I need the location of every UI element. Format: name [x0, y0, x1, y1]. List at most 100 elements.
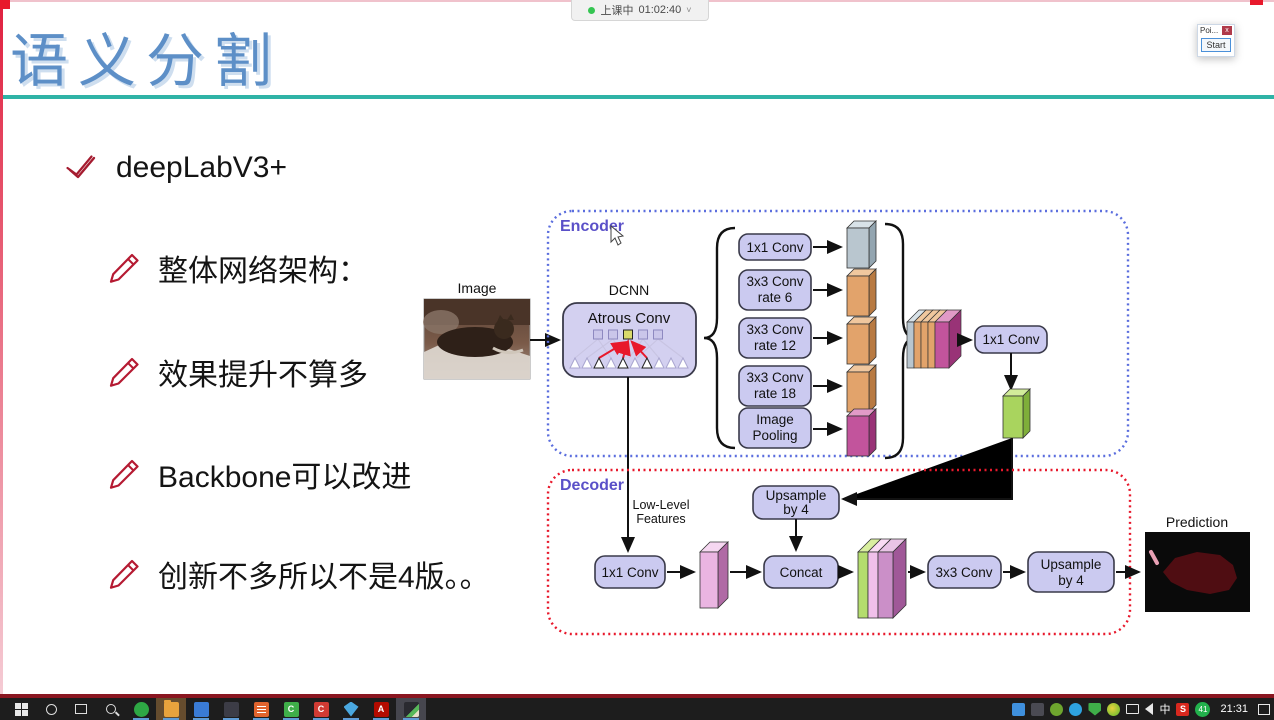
bullet-deeplabv3: deepLabV3+: [64, 150, 287, 186]
encoder-box: [546, 209, 1130, 458]
taskbar-app-red-c[interactable]: C: [306, 698, 336, 720]
task-view-button[interactable]: [66, 698, 96, 720]
photo-viewer-icon: [403, 701, 419, 717]
presentation-app-icon: [253, 701, 269, 717]
windows-logo-icon: [14, 702, 28, 716]
taskbar-app-acrobat[interactable]: A: [366, 698, 396, 720]
bullet-text: 创新不多所以不是4版。。: [158, 561, 490, 594]
aspp-branch-boxes: 1x1 Conv 3x3 Conv rate 6 3x3 Conv rate 1…: [738, 233, 812, 449]
dcnn-label: DCNN: [609, 282, 649, 298]
tray-shield-icon[interactable]: [1088, 702, 1102, 716]
svg-text:3x3 Conv: 3x3 Conv: [746, 274, 803, 289]
ime-language-indicator[interactable]: 中: [1159, 704, 1171, 716]
dark-app-icon: [223, 701, 239, 717]
meeting-status-bar[interactable]: 上课中 01:02:40 ˅: [571, 0, 709, 21]
red-c-app-icon: C: [313, 701, 329, 717]
bullet-architecture: 整体网络架构：: [106, 246, 368, 290]
action-center-icon[interactable]: [1258, 703, 1270, 715]
svg-text:3x3 Conv: 3x3 Conv: [935, 565, 992, 580]
svg-text:Low-Level: Low-Level: [633, 498, 690, 512]
tray-nvidia-icon[interactable]: [1050, 702, 1064, 716]
prediction-label: Prediction: [1166, 514, 1228, 530]
decoder-label: Decoder: [560, 477, 624, 494]
file-explorer-icon: [163, 699, 179, 717]
tray-tim-icon[interactable]: [1012, 702, 1026, 716]
start-menu-button[interactable]: [6, 698, 36, 720]
acrobat-icon: A: [373, 701, 389, 717]
tim-icon: [193, 701, 209, 717]
bullet-text: deepLabV3+: [116, 151, 288, 184]
task-view-icon: [75, 704, 87, 714]
input-cat-image: [423, 298, 531, 380]
pointer-window-title: Poi...: [1200, 26, 1219, 35]
bullet-text: Backbone可以改进: [158, 461, 412, 494]
dingtalk-icon: [133, 701, 149, 717]
taskbar-app-photo-viewer[interactable]: [396, 698, 426, 720]
start-button[interactable]: Start: [1201, 38, 1231, 52]
taskbar-app-file-explorer[interactable]: [156, 698, 186, 720]
pointer-tool-window: Poi... x Start: [1197, 24, 1235, 57]
volume-icon[interactable]: [1145, 703, 1154, 715]
close-icon[interactable]: x: [1222, 26, 1232, 35]
recording-top-right-mark: [1250, 0, 1263, 5]
meeting-status-text: 上课中: [600, 5, 634, 17]
taskbar-app-tim[interactable]: [186, 698, 216, 720]
safety-score-badge[interactable]: 41: [1195, 701, 1211, 717]
taskbar-app-blue-gem[interactable]: [336, 698, 366, 720]
svg-text:rate 12: rate 12: [754, 338, 796, 353]
sogou-input-icon[interactable]: S: [1176, 702, 1190, 716]
taskbar-app-dingtalk[interactable]: [126, 698, 156, 720]
svg-text:Features: Features: [636, 512, 685, 526]
bullet-backbone: Backbone可以改进: [106, 452, 411, 496]
svg-text:1x1 Conv: 1x1 Conv: [601, 565, 658, 580]
taskbar: C C A 中 S 41: [0, 698, 1274, 720]
bullet-text: 效果提升不算多: [158, 359, 368, 392]
taskbar-app-presentation[interactable]: [246, 698, 276, 720]
mouse-cursor: [610, 224, 625, 246]
magnifier-button[interactable]: [96, 698, 126, 720]
search-icon: [45, 703, 57, 715]
deeplab-architecture-diagram: Image Encoder DCNN Atrous Conv: [415, 200, 1260, 650]
concat-feature-stack: [906, 309, 962, 369]
chevron-down-icon[interactable]: ˅: [686, 5, 692, 15]
network-icon[interactable]: [1126, 704, 1140, 714]
bullet-text: 整体网络架构：: [158, 255, 368, 288]
svg-text:by 4: by 4: [1058, 573, 1084, 588]
green-c-app-icon: C: [283, 701, 299, 717]
tray-wps-icon[interactable]: [1107, 702, 1121, 716]
decoder-conv-box: [594, 555, 666, 589]
feature-map-slabs: [846, 220, 877, 457]
bullet-innovation: 创新不多所以不是4版。。: [106, 552, 490, 596]
svg-text:3x3 Conv: 3x3 Conv: [746, 370, 803, 385]
image-label: Image: [458, 280, 497, 296]
magnifier-icon: [106, 704, 116, 714]
svg-text:Image: Image: [756, 412, 794, 427]
prediction-image: [1145, 532, 1250, 612]
bullet-improvement: 效果提升不算多: [106, 350, 368, 394]
decoder-box: [546, 468, 1132, 636]
atrous-conv-label: Atrous Conv: [588, 310, 671, 327]
recording-corner-mark: [0, 0, 10, 9]
svg-text:by 4: by 4: [783, 502, 809, 517]
svg-text:rate 6: rate 6: [758, 290, 793, 305]
low-level-feature-slab: [699, 541, 729, 609]
taskbar-app-dark[interactable]: [216, 698, 246, 720]
recording-border-left: [0, 0, 3, 697]
pencil-icon: [109, 253, 139, 283]
taskbar-app-green-c[interactable]: C: [276, 698, 306, 720]
svg-text:Upsample: Upsample: [766, 488, 827, 503]
svg-text:3x3 Conv: 3x3 Conv: [746, 322, 803, 337]
tray-bird-icon[interactable]: [1031, 702, 1045, 716]
check-icon: [66, 155, 96, 179]
clock[interactable]: 21:31: [1220, 703, 1248, 715]
blue-gem-app-icon: [343, 701, 359, 717]
conv3x3-box: [927, 555, 1002, 589]
pencil-icon: [109, 357, 139, 387]
encoder-label: Encoder: [560, 218, 624, 235]
atrous-mini-network: [569, 329, 689, 369]
search-button[interactable]: [36, 698, 66, 720]
tray-dingtalk-icon[interactable]: [1069, 702, 1083, 716]
svg-text:Pooling: Pooling: [752, 428, 797, 443]
svg-text:rate 18: rate 18: [754, 386, 796, 401]
